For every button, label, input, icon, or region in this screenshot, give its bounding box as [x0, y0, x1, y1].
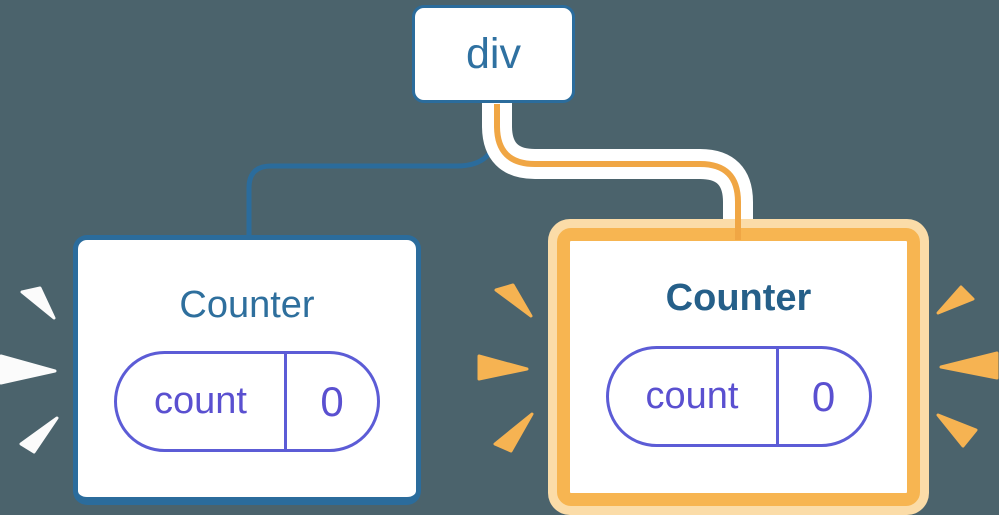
counter-card-left: Counter count 0	[73, 235, 421, 505]
state-pill: count 0	[605, 346, 872, 447]
state-pill: count 0	[114, 351, 380, 452]
edge-pipe-white	[482, 100, 753, 221]
counter-title: Counter	[179, 284, 315, 326]
counter-card-right: Counter count 0	[557, 228, 920, 506]
state-name: count	[645, 375, 739, 417]
state-name: count	[154, 380, 247, 422]
edge-div-to-left-counter	[246, 104, 500, 237]
state-value: 0	[284, 354, 377, 449]
counter-card-right-highlight-ring: Counter count 0	[548, 219, 929, 515]
root-node-div: div	[412, 5, 575, 103]
root-node-label: div	[466, 29, 521, 78]
state-value: 0	[775, 349, 869, 444]
counter-title: Counter	[665, 277, 812, 319]
